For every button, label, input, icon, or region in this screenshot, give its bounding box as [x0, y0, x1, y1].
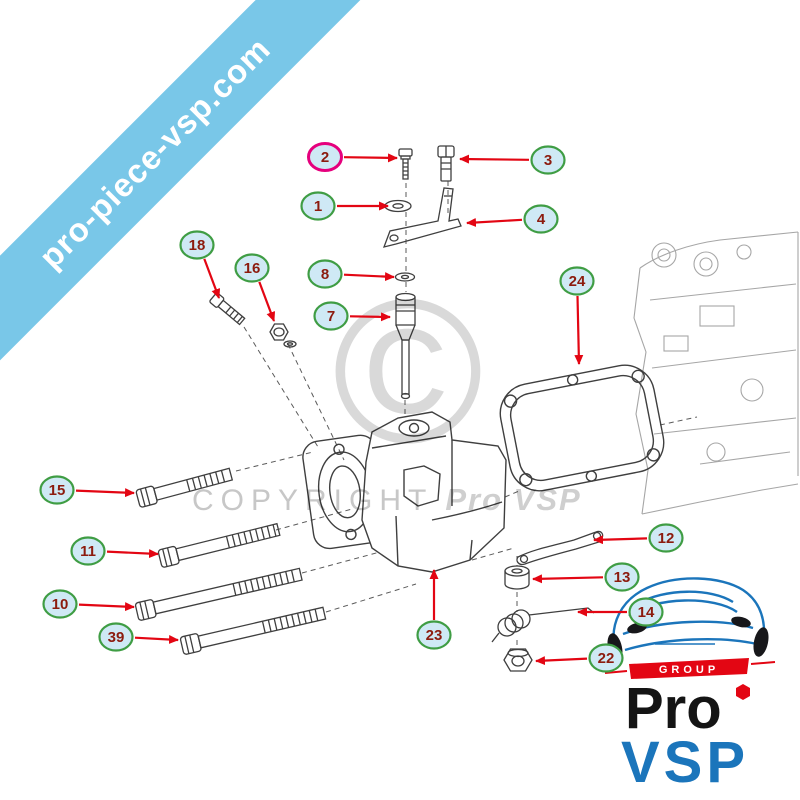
arrow-to-part-7 [349, 312, 391, 322]
callout-8: 8 [307, 259, 343, 289]
callout-24-number: 24 [569, 273, 586, 290]
callout-7-number: 7 [327, 308, 335, 325]
cylinder-head-art [633, 231, 799, 515]
callout-15-number: 15 [49, 482, 66, 499]
callout-11-number: 11 [80, 543, 96, 560]
callout-23-number: 23 [426, 627, 443, 644]
arrow-to-part-8 [343, 272, 395, 282]
callout-15: 15 [39, 475, 75, 505]
logo-pro-text: Pro [625, 676, 722, 741]
callout-2-number: 2 [321, 149, 329, 166]
arrow-to-part-16 [258, 281, 276, 322]
bolt-39 [179, 606, 327, 655]
provsp-logo: GROUP Pro VSP [604, 577, 776, 795]
arrow-to-part-39 [134, 635, 179, 645]
bolt-15 [135, 467, 234, 508]
logo-red-dot-icon [736, 684, 750, 700]
callout-14-number: 14 [638, 604, 655, 621]
arrow-to-part-11 [106, 549, 159, 559]
logo-vsp-text: VSP [621, 730, 749, 795]
callout-3: 3 [530, 145, 566, 175]
callout-7: 7 [313, 301, 349, 331]
callout-1: 1 [300, 191, 336, 221]
copyright-watermark-word: COPYRIGHT [192, 484, 434, 517]
callout-12: 12 [648, 523, 684, 553]
screw-3 [437, 145, 455, 182]
callout-22-number: 22 [598, 650, 615, 667]
callout-1-number: 1 [314, 198, 322, 215]
callout-18-number: 18 [189, 237, 206, 254]
arrow-to-part-18 [203, 258, 221, 299]
copyright-symbol-watermark: © [332, 257, 484, 486]
callout-23: 23 [416, 620, 452, 650]
gasket-24 [499, 364, 665, 492]
callout-11: 11 [70, 536, 106, 566]
callout-10: 10 [42, 589, 78, 619]
arrow-to-part-4 [466, 217, 523, 227]
logo-group-text: GROUP [659, 664, 719, 676]
bolt-11 [157, 522, 281, 568]
callout-39: 39 [98, 622, 134, 652]
arrow-to-part-12 [593, 535, 648, 545]
callout-24: 24 [559, 266, 595, 296]
arrow-to-part-22 [535, 656, 588, 666]
callout-12-number: 12 [658, 530, 675, 547]
lever-4 [382, 187, 462, 248]
arrow-to-part-24 [574, 295, 584, 365]
nut-16 [269, 323, 297, 348]
washer-8 [394, 272, 416, 282]
arrow-to-part-3 [459, 154, 530, 164]
callout-10-number: 10 [52, 596, 69, 613]
callout-18: 18 [179, 230, 215, 260]
callout-22: 22 [588, 643, 624, 673]
bolt-2 [398, 148, 413, 180]
callout-16: 16 [234, 253, 270, 283]
arrow-to-part-10 [78, 602, 135, 612]
callout-16-number: 16 [244, 260, 261, 277]
copyright-watermark: COPYRIGHT Pro VSP [192, 482, 582, 518]
nut-22 [503, 648, 533, 672]
arrow-to-part-2 [343, 153, 398, 163]
arrow-to-part-13 [532, 574, 604, 584]
copyright-watermark-brand: Pro VSP [445, 482, 582, 517]
callout-14: 14 [628, 597, 664, 627]
valve-7 [395, 292, 416, 400]
callout-3-number: 3 [544, 152, 552, 169]
arrow-to-part-15 [75, 488, 135, 498]
bolt-10 [134, 567, 303, 621]
callout-13-number: 13 [614, 569, 631, 586]
callout-4-number: 4 [537, 211, 546, 228]
housing-23 [302, 411, 507, 573]
callout-13: 13 [604, 562, 640, 592]
logo-group-ribbon: GROUP [604, 658, 776, 679]
callout-2: 2 [307, 142, 343, 172]
assembly-dashed-lines [235, 181, 698, 650]
callout-8-number: 8 [321, 266, 329, 283]
sleeve-13 [504, 565, 530, 590]
callout-39-number: 39 [108, 629, 125, 646]
callout-4: 4 [523, 204, 559, 234]
